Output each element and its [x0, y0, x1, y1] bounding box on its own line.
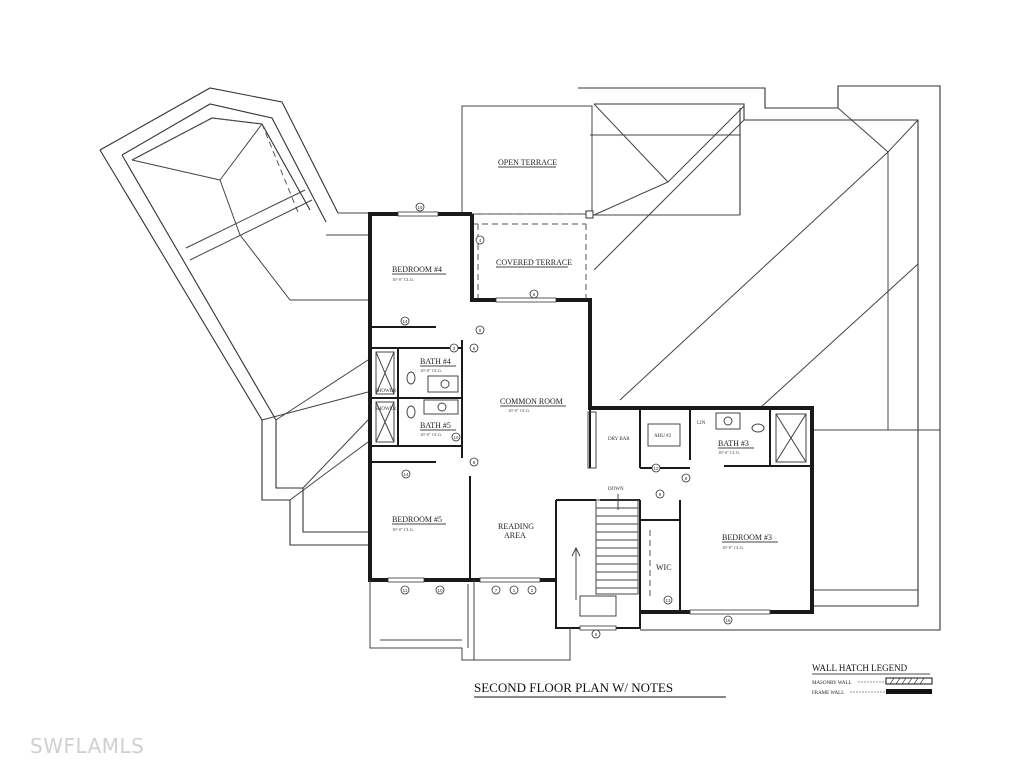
note-tag: 5 — [591, 629, 601, 639]
mls-watermark: SWFLAMLS — [30, 734, 145, 758]
dry-bar-label: DRY BAR — [608, 437, 630, 442]
frame-swatch — [886, 689, 932, 694]
svg-text:15: 15 — [417, 205, 423, 210]
note-tag: 16 — [723, 615, 733, 625]
bedroom4-label: BEDROOM #4 — [392, 265, 442, 274]
bath5-label: BATH #5 — [420, 421, 451, 430]
svg-text:16: 16 — [725, 618, 731, 623]
svg-text:14: 14 — [402, 319, 408, 324]
bath5-ceiling: 10'-0" CLG. — [420, 432, 442, 437]
legend-title: WALL HATCH LEGEND — [812, 663, 908, 673]
ahu-label: AHU #2 — [654, 434, 672, 439]
note-tag: 8 — [469, 457, 479, 467]
svg-text:4: 4 — [479, 238, 482, 243]
reading-area-label-2: AREA — [504, 531, 526, 540]
note-tag: 8 — [469, 343, 479, 353]
note-tag: 3 — [449, 343, 459, 353]
shower5-label: SHOWER — [375, 407, 397, 412]
svg-text:10: 10 — [453, 435, 459, 440]
svg-text:8: 8 — [473, 460, 476, 465]
common-room-label: COMMON ROOM — [500, 397, 563, 406]
covered-terrace-label: COVERED TERRACE — [496, 258, 572, 267]
down-label: DOWN — [608, 487, 624, 492]
note-tag: 15 — [415, 202, 425, 212]
note-tag: 8 — [681, 473, 691, 483]
windows — [387, 211, 771, 631]
svg-text:14: 14 — [403, 472, 409, 477]
bedroom5-ceiling: 10'-0" CLG. — [392, 527, 414, 532]
bath4-ceiling: 10'-0" CLG. — [420, 368, 442, 373]
svg-text:9: 9 — [659, 492, 662, 497]
svg-text:13: 13 — [665, 598, 671, 603]
staircase — [571, 494, 639, 617]
note-tag: 1 — [509, 585, 519, 595]
lin-label: LIN — [697, 421, 706, 426]
reading-area-label: READING — [498, 522, 534, 531]
svg-text:12: 12 — [653, 466, 659, 471]
svg-text:8: 8 — [479, 328, 482, 333]
interior-walls — [372, 326, 812, 612]
note-tag: 14 — [400, 316, 410, 326]
note-tag: 6 — [529, 289, 539, 299]
bath4-label: BATH #4 — [420, 357, 451, 366]
bath3-ceiling: 10'-0" CLG. — [718, 450, 740, 455]
svg-text:8: 8 — [685, 476, 688, 481]
bedroom5-label: BEDROOM #5 — [392, 515, 442, 524]
shower4-label: SHOWER — [375, 389, 397, 394]
bath3-label: BATH #3 — [718, 439, 749, 448]
legend-masonry-label: MASONRY WALL — [812, 681, 852, 686]
note-tag: 4 — [475, 235, 485, 245]
note-tag: 11 — [400, 585, 410, 595]
right-roof-area — [578, 85, 941, 631]
svg-text:1: 1 — [513, 588, 516, 593]
svg-text:3: 3 — [453, 346, 456, 351]
note-tag: 13 — [663, 595, 673, 605]
svg-text:5: 5 — [595, 632, 598, 637]
note-tag: 2 — [527, 585, 537, 595]
svg-text:11: 11 — [403, 588, 408, 593]
bedroom4-ceiling: 10'-0" CLG. — [392, 277, 414, 282]
common-room-ceiling: 10'-0" CLG. — [508, 408, 530, 413]
svg-text:6: 6 — [533, 292, 536, 297]
open-terrace-label: OPEN TERRACE — [498, 158, 557, 167]
svg-text:7: 7 — [495, 588, 498, 593]
wic-label: WIC — [656, 563, 672, 572]
wall-hatch-legend: WALL HATCH LEGEND MASONRY WALL FRAME WAL… — [812, 663, 933, 696]
plan-title: SECOND FLOOR PLAN W/ NOTES — [474, 680, 673, 695]
bedroom3-label: BEDROOM #3 — [722, 533, 772, 542]
left-roof-wing — [99, 87, 369, 546]
drawing-title: SECOND FLOOR PLAN W/ NOTES — [474, 680, 726, 698]
terrace-area: OPEN TERRACE COVERED TERRACE — [461, 105, 594, 300]
note-tag: 8 — [475, 325, 485, 335]
note-tags: 15 4 6 14 8 3 10 8 14 8 11 10 7 1 2 9 12… — [400, 202, 733, 639]
svg-text:2: 2 — [531, 588, 534, 593]
note-tag: 9 — [655, 489, 665, 499]
note-tag: 12 — [651, 463, 661, 473]
room-labels: BEDROOM #4 10'-0" CLG. BATH #4 10'-0" CL… — [375, 265, 778, 572]
note-tag: 7 — [491, 585, 501, 595]
note-tag: 14 — [401, 469, 411, 479]
note-tag: 10 — [451, 432, 461, 442]
legend-frame-label: FRAME WALL — [812, 691, 844, 696]
bedroom3-ceiling: 10'-0" CLG. — [722, 545, 744, 550]
note-tag: 10 — [435, 585, 445, 595]
lower-balconies — [369, 580, 571, 661]
svg-text:10: 10 — [437, 588, 443, 593]
masonry-swatch — [885, 677, 933, 685]
svg-text:8: 8 — [473, 346, 476, 351]
